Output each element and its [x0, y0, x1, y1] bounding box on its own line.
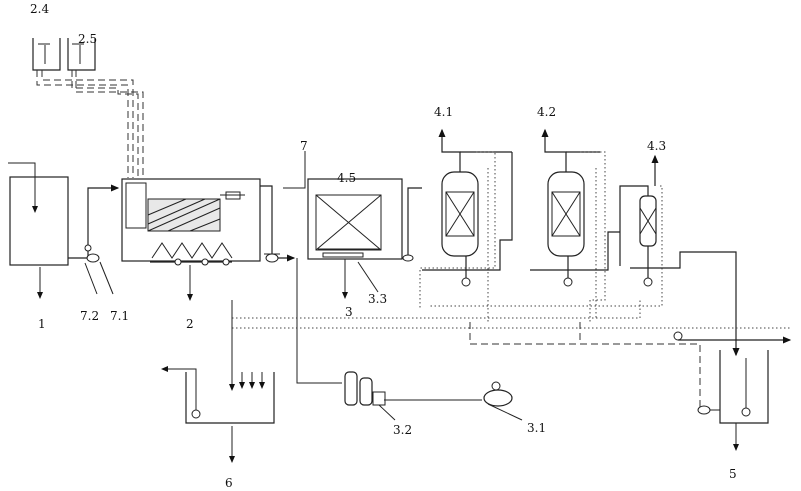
label-column-b: 4.2 [537, 105, 556, 119]
label-dose-tank-a: 2.4 [30, 2, 49, 16]
column-b [541, 128, 606, 322]
dose-tank-b [67, 38, 96, 71]
label-bypass-line: 7 [300, 139, 308, 153]
label-valve: 7.2 [80, 309, 99, 323]
dose-tank-a [32, 38, 61, 71]
label-sludge-tank: 6 [225, 476, 233, 490]
column-c [430, 154, 663, 307]
dose-line-a2 [41, 70, 134, 178]
label-diffuser: 3.3 [368, 292, 387, 306]
effluent-tank [697, 350, 769, 451]
label-column-a: 4.1 [434, 105, 453, 119]
label-gas-unit: 3.2 [393, 423, 412, 437]
label-effluent-tank: 5 [729, 467, 737, 481]
bypass-line [283, 151, 306, 189]
feed-pipe [68, 184, 120, 259]
label-reactor: 2 [186, 317, 194, 331]
dose-line-b2 [75, 70, 144, 178]
label-blower: 3.1 [527, 421, 546, 435]
label-pump: 7.1 [110, 309, 129, 323]
dose-line-a [36, 70, 129, 178]
label-dose-tank-b: 2.5 [78, 32, 97, 46]
sludge-tank [161, 300, 275, 463]
aeration-tank [307, 178, 403, 299]
feed-pump-icon [86, 253, 100, 263]
air-line [296, 258, 342, 384]
dose-line-b [71, 70, 139, 178]
label-filter-pack: 4.5 [337, 171, 356, 185]
label-raw-tank: 1 [38, 317, 46, 331]
column-a [419, 128, 512, 323]
reactor [121, 178, 261, 301]
label-aeration-tank: 3 [345, 305, 353, 319]
raw-water-tank [8, 162, 69, 299]
feed-valve-icon [84, 244, 92, 252]
label-column-c: 4.3 [647, 139, 666, 153]
blower [483, 381, 523, 421]
